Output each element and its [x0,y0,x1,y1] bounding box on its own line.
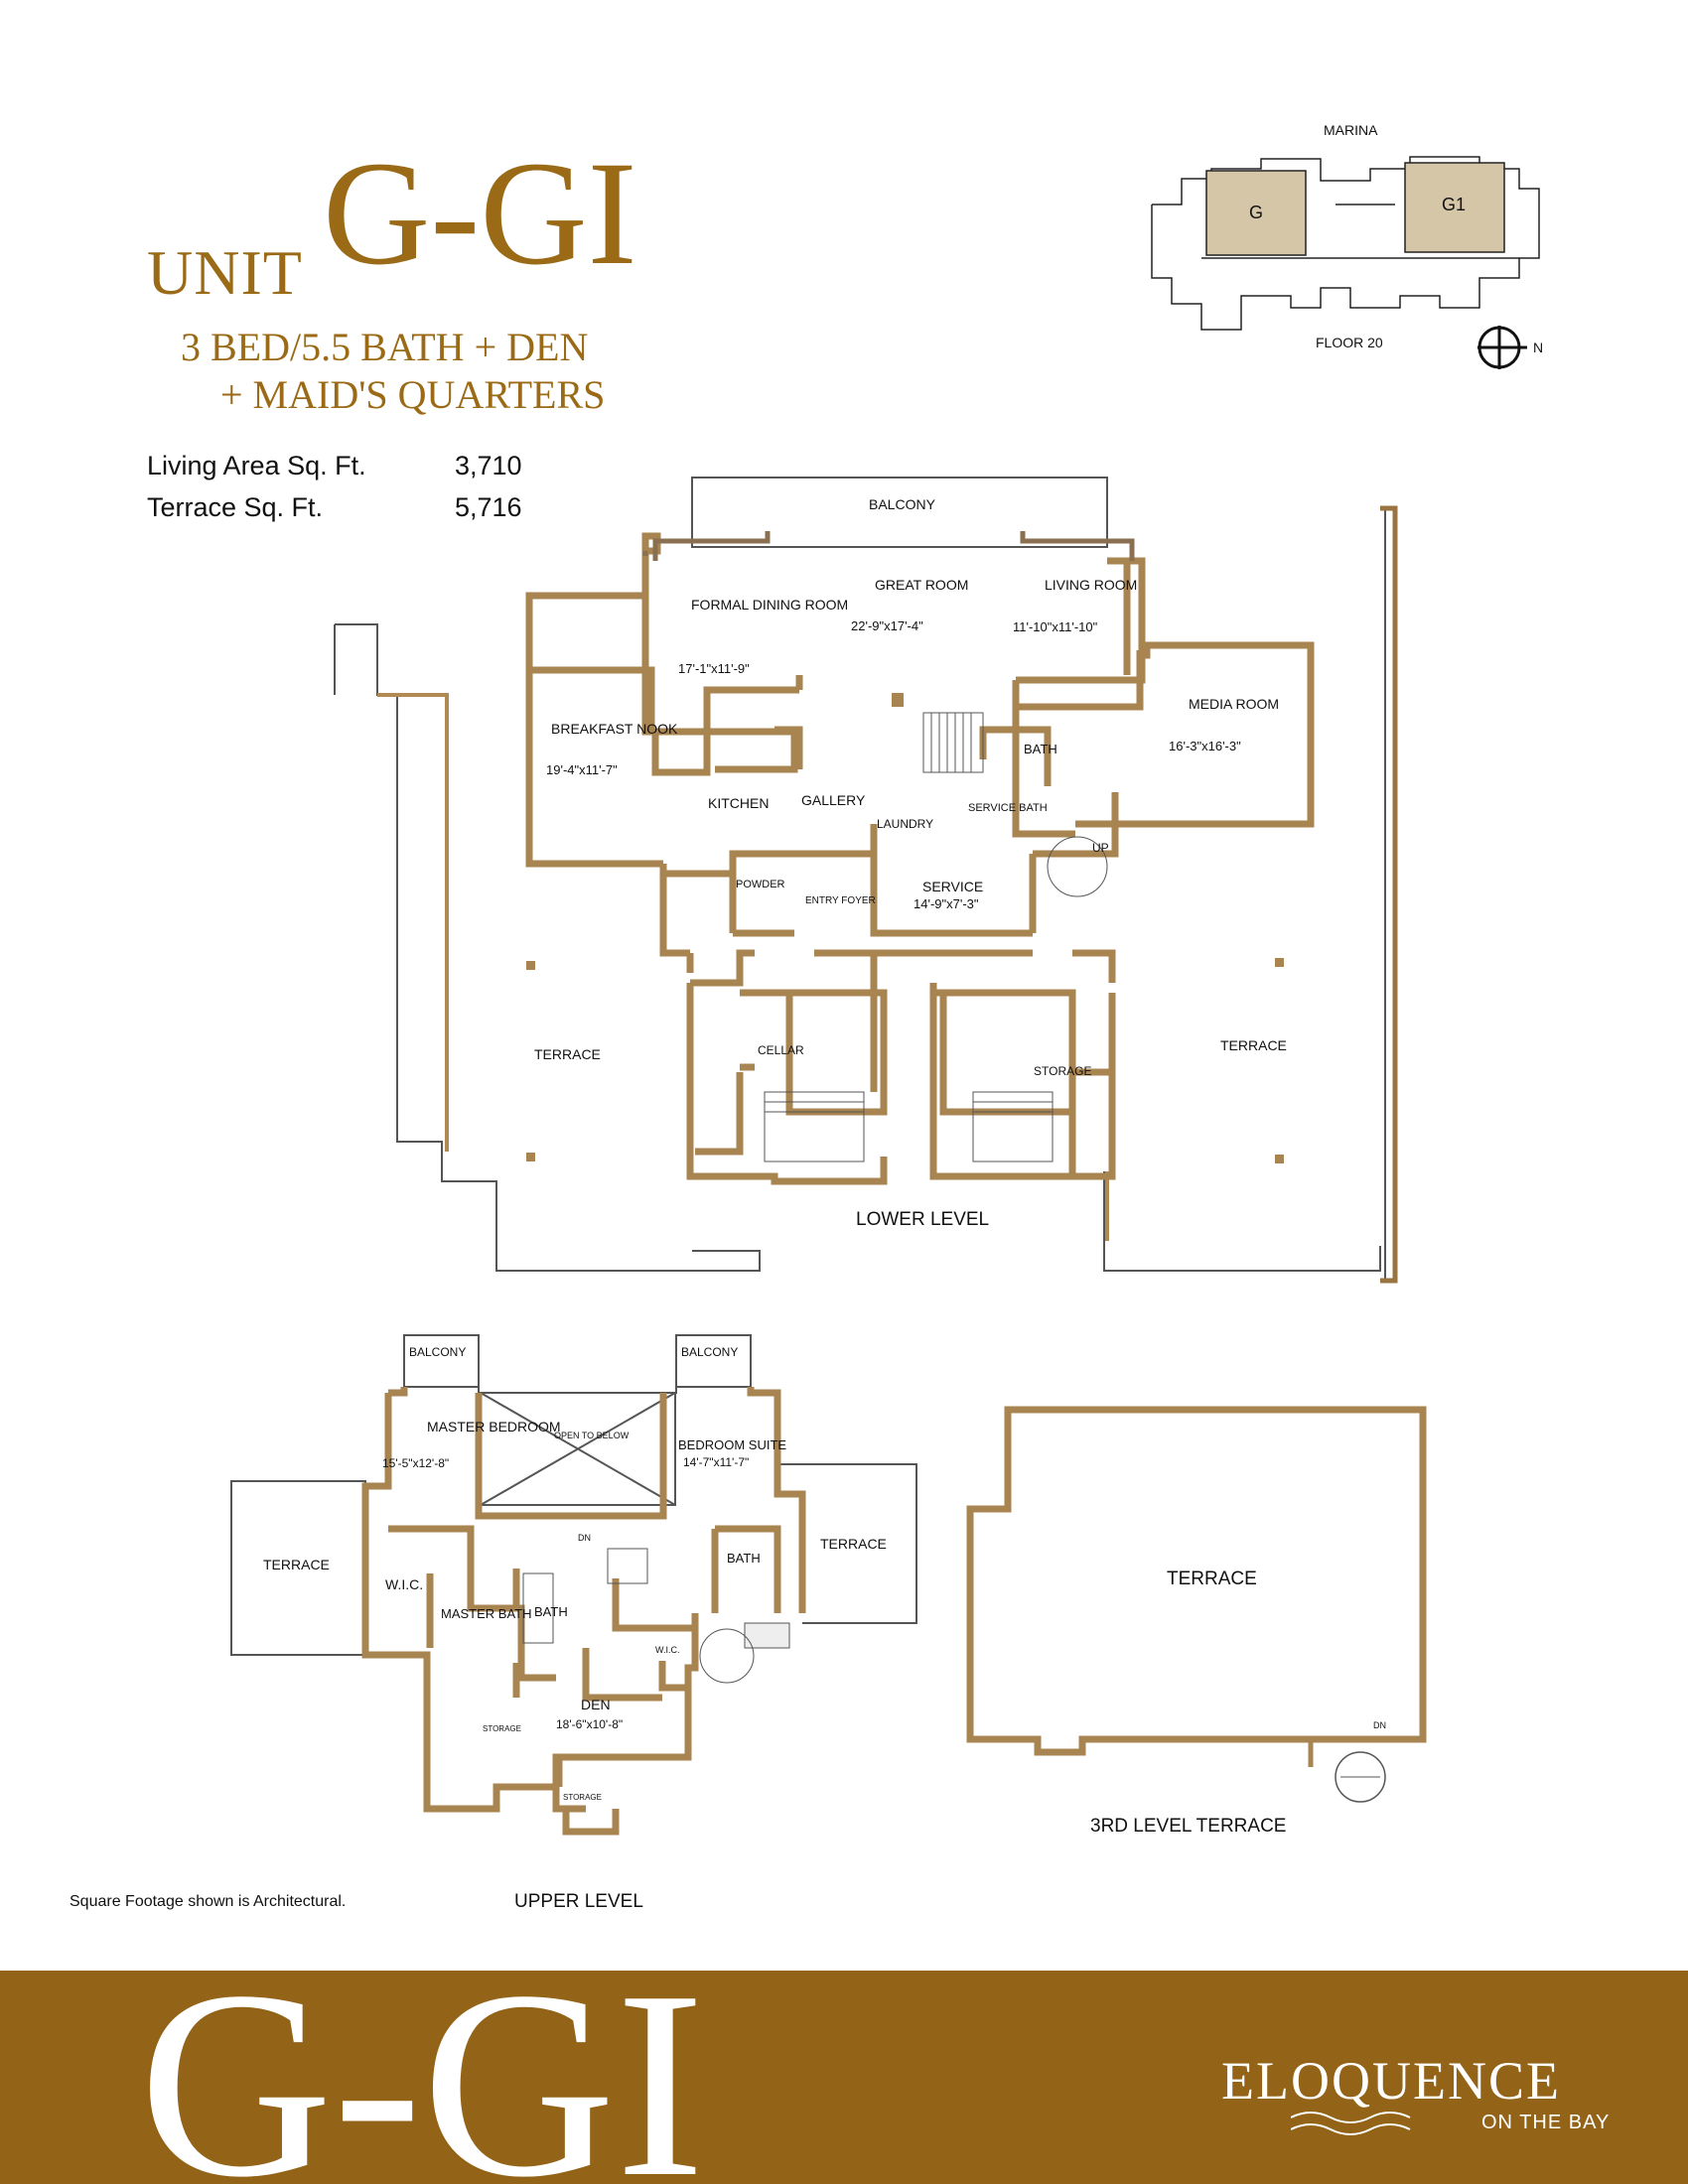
lower-level-title: LOWER LEVEL [856,1209,989,1230]
unit-title: G-GI [323,131,637,296]
upper-level-title: UPPER LEVEL [514,1891,643,1912]
great-room-dims: 22'-9"x17'-4" [851,618,923,633]
gallery-label: GALLERY [801,792,866,808]
den-dims: 18'-6"x10'-8" [556,1717,623,1731]
living-area-value: 3,710 [455,451,522,480]
living-room-dims: 11'-10"x11'-10" [1013,619,1098,634]
upper-bath-right-label: BATH [727,1551,761,1566]
wic-small-label: W.I.C. [655,1645,680,1655]
media-room-label: MEDIA ROOM [1189,696,1279,712]
living-room-label: LIVING ROOM [1045,577,1137,593]
media-room-dims: 16'-3"x16'-3" [1169,739,1241,753]
keyplan-floor-label: FLOOR 20 [1316,335,1383,350]
formal-dining-dims: 17'-1"x11'-9" [678,661,750,676]
storage-label: STORAGE [1034,1064,1091,1078]
unit-subtitle-line2: + MAID'S QUARTERS [220,372,606,417]
breakfast-nook-label: BREAKFAST NOOK [551,721,678,737]
wave-logo-icon [1291,2112,1411,2135]
cellar-label: CELLAR [758,1043,804,1057]
keyplan-unit-g-label: G [1249,203,1263,222]
terrace-left-label: TERRACE [534,1046,601,1062]
floor-plans: BALCONY GREAT ROOM 22'-9"x17'-4" FORMAL … [230,477,1427,1912]
upper-balcony-left-label: BALCONY [409,1345,466,1359]
upper-terrace-right-label: TERRACE [820,1536,887,1552]
brand-logo-name: ELOQUENCE [1221,2051,1561,2111]
service-bath-label: SERVICE BATH [968,802,1048,814]
keyplan-unit-g1 [1404,162,1505,253]
up-label: UP [1092,841,1109,855]
terrace-right-label: TERRACE [1220,1037,1287,1053]
balcony-label: BALCONY [869,496,936,512]
entry-foyer-label: ENTRY FOYER [805,895,876,906]
unit-prefix: UNIT [147,237,303,308]
key-plan: MARINA G G1 FLOOR 20 N [1151,122,1543,369]
third-dn-label: DN [1373,1720,1386,1730]
formal-dining-label: FORMAL DINING ROOM [691,597,848,613]
great-room-label: GREAT ROOM [875,577,968,593]
storage-bottom-label: STORAGE [563,1793,602,1802]
footnote: Square Footage shown is Architectural. [70,1893,347,1910]
bedroom-suite-label: BEDROOM SUITE [678,1437,786,1452]
upper-balcony-right-label: BALCONY [681,1345,738,1359]
terrace-area-value: 5,716 [455,492,522,522]
upper-bath-label: BATH [534,1604,568,1619]
upper-terrace-left-label: TERRACE [263,1557,330,1572]
living-area-label: Living Area Sq. Ft. [147,451,366,480]
terrace-area-label: Terrace Sq. Ft. [147,492,324,522]
open-to-below-label: OPEN TO BELOW [554,1431,630,1440]
footer-band: G-GI ELOQUENCE ON THE BAY [0,1971,1688,2184]
storage-small-label: STORAGE [483,1724,521,1733]
third-level-plan: TERRACE DN 3RD LEVEL TERRACE [966,1406,1427,1837]
brand-logo-sub: ON THE BAY [1481,2112,1611,2133]
keyplan-unit-g1-label: G1 [1442,195,1466,214]
third-terrace-label: TERRACE [1167,1569,1257,1589]
bedroom-suite-dims: 14'-7"x11'-7" [683,1455,749,1469]
service-label: SERVICE [922,879,983,894]
upper-level-plan: BALCONY BALCONY MASTER BEDROOM 15'-5"x12… [230,1334,917,1912]
kitchen-label: KITCHEN [708,795,769,811]
service-dims: 14'-9"x7'-3" [914,896,979,911]
den-label: DEN [581,1697,611,1712]
upper-dn-label: DN [578,1533,591,1543]
north-label: N [1533,340,1543,355]
powder-label: POWDER [736,879,785,890]
laundry-label: LAUNDRY [877,817,933,831]
unit-subtitle-line1: 3 BED/5.5 BATH + DEN [181,325,589,369]
footer-unit-code: G-GI [139,1971,705,2184]
keyplan-marina-label: MARINA [1324,122,1378,138]
master-bedroom-dims: 15'-5"x12'-8" [382,1456,449,1470]
master-bedroom-label: MASTER BEDROOM [427,1419,561,1434]
north-arrow-icon [1477,326,1527,369]
lower-level-plan: BALCONY GREAT ROOM 22'-9"x17'-4" FORMAL … [334,477,1398,1284]
wic-label: W.I.C. [385,1576,423,1592]
master-bath-label: MASTER BATH [441,1606,532,1621]
keyplan-unit-g [1205,170,1307,256]
third-level-title: 3RD LEVEL TERRACE [1090,1816,1286,1837]
bath-label: BATH [1024,742,1057,756]
breakfast-nook-dims: 19'-4"x11'-7" [546,762,618,777]
